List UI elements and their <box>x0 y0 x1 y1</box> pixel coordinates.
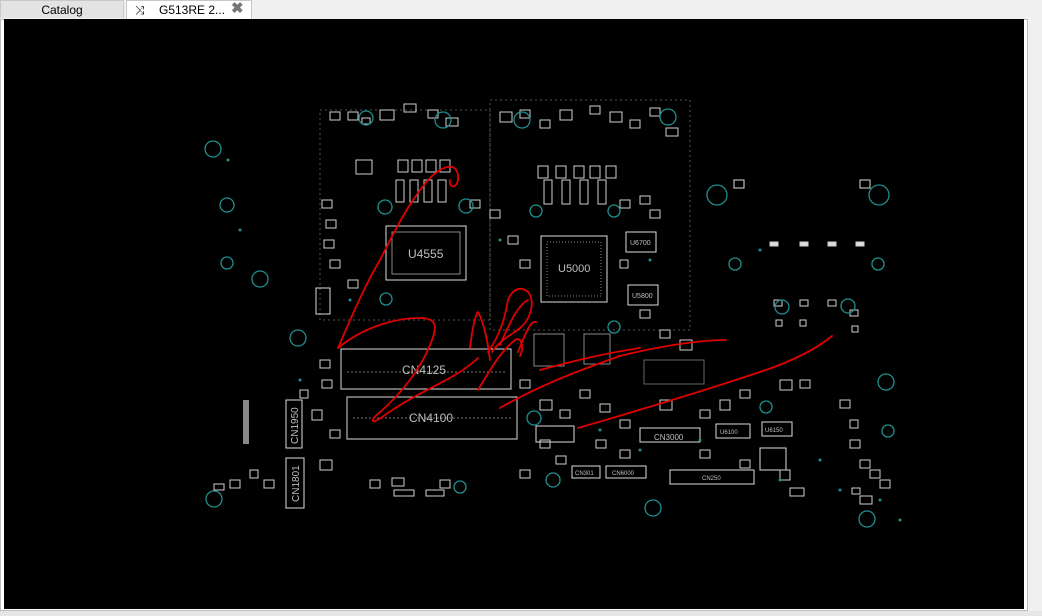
tab-board-file-label: G513RE 2... <box>159 3 226 17</box>
via-dots <box>226 158 902 522</box>
tab-catalog-label: Catalog <box>41 3 83 17</box>
board-outline <box>243 99 871 509</box>
label-u6100: U6100 <box>720 430 738 436</box>
label-cn1950: CN1950 <box>290 407 301 444</box>
label-cn4100: CN4100 <box>409 411 453 425</box>
tab-bar: Catalog ⤨ G513RE 2... ✖ <box>0 0 1042 20</box>
shuffle-icon: ⤨ <box>135 3 145 17</box>
horizontal-scrollbar[interactable] <box>0 611 1042 616</box>
board-canvas[interactable]: U4555 U5000 U6700 U5800 CN4125 CN4100 CN… <box>4 19 1024 609</box>
label-u6700: U6700 <box>630 240 651 247</box>
board-drawing: U4555 U5000 U6700 U5800 CN4125 CN4100 CN… <box>204 99 902 528</box>
label-u5000: U5000 <box>558 263 590 275</box>
label-cn301: CN301 <box>575 471 594 477</box>
component-clusters <box>213 103 891 505</box>
board-labels: U4555 U5000 U6700 U5800 CN4125 CN4100 CN… <box>290 240 783 502</box>
label-cn3000: CN3000 <box>654 433 684 442</box>
label-cn4125: CN4125 <box>402 363 446 377</box>
mounting-holes <box>204 108 895 528</box>
label-u6150: U6150 <box>765 428 783 434</box>
label-u4555: U4555 <box>408 247 444 261</box>
label-cn1801: CN1801 <box>291 465 302 502</box>
label-u5800: U5800 <box>632 293 653 300</box>
close-icon[interactable]: ✖ <box>231 0 244 17</box>
tab-board-file[interactable]: ⤨ G513RE 2... ✖ <box>126 0 252 20</box>
vertical-scrollbar[interactable] <box>1028 19 1042 611</box>
red-annotation <box>337 165 833 429</box>
tab-catalog[interactable]: Catalog <box>0 0 124 18</box>
label-cn6000: CN6000 <box>612 471 635 477</box>
label-cn250: CN250 <box>702 476 721 482</box>
